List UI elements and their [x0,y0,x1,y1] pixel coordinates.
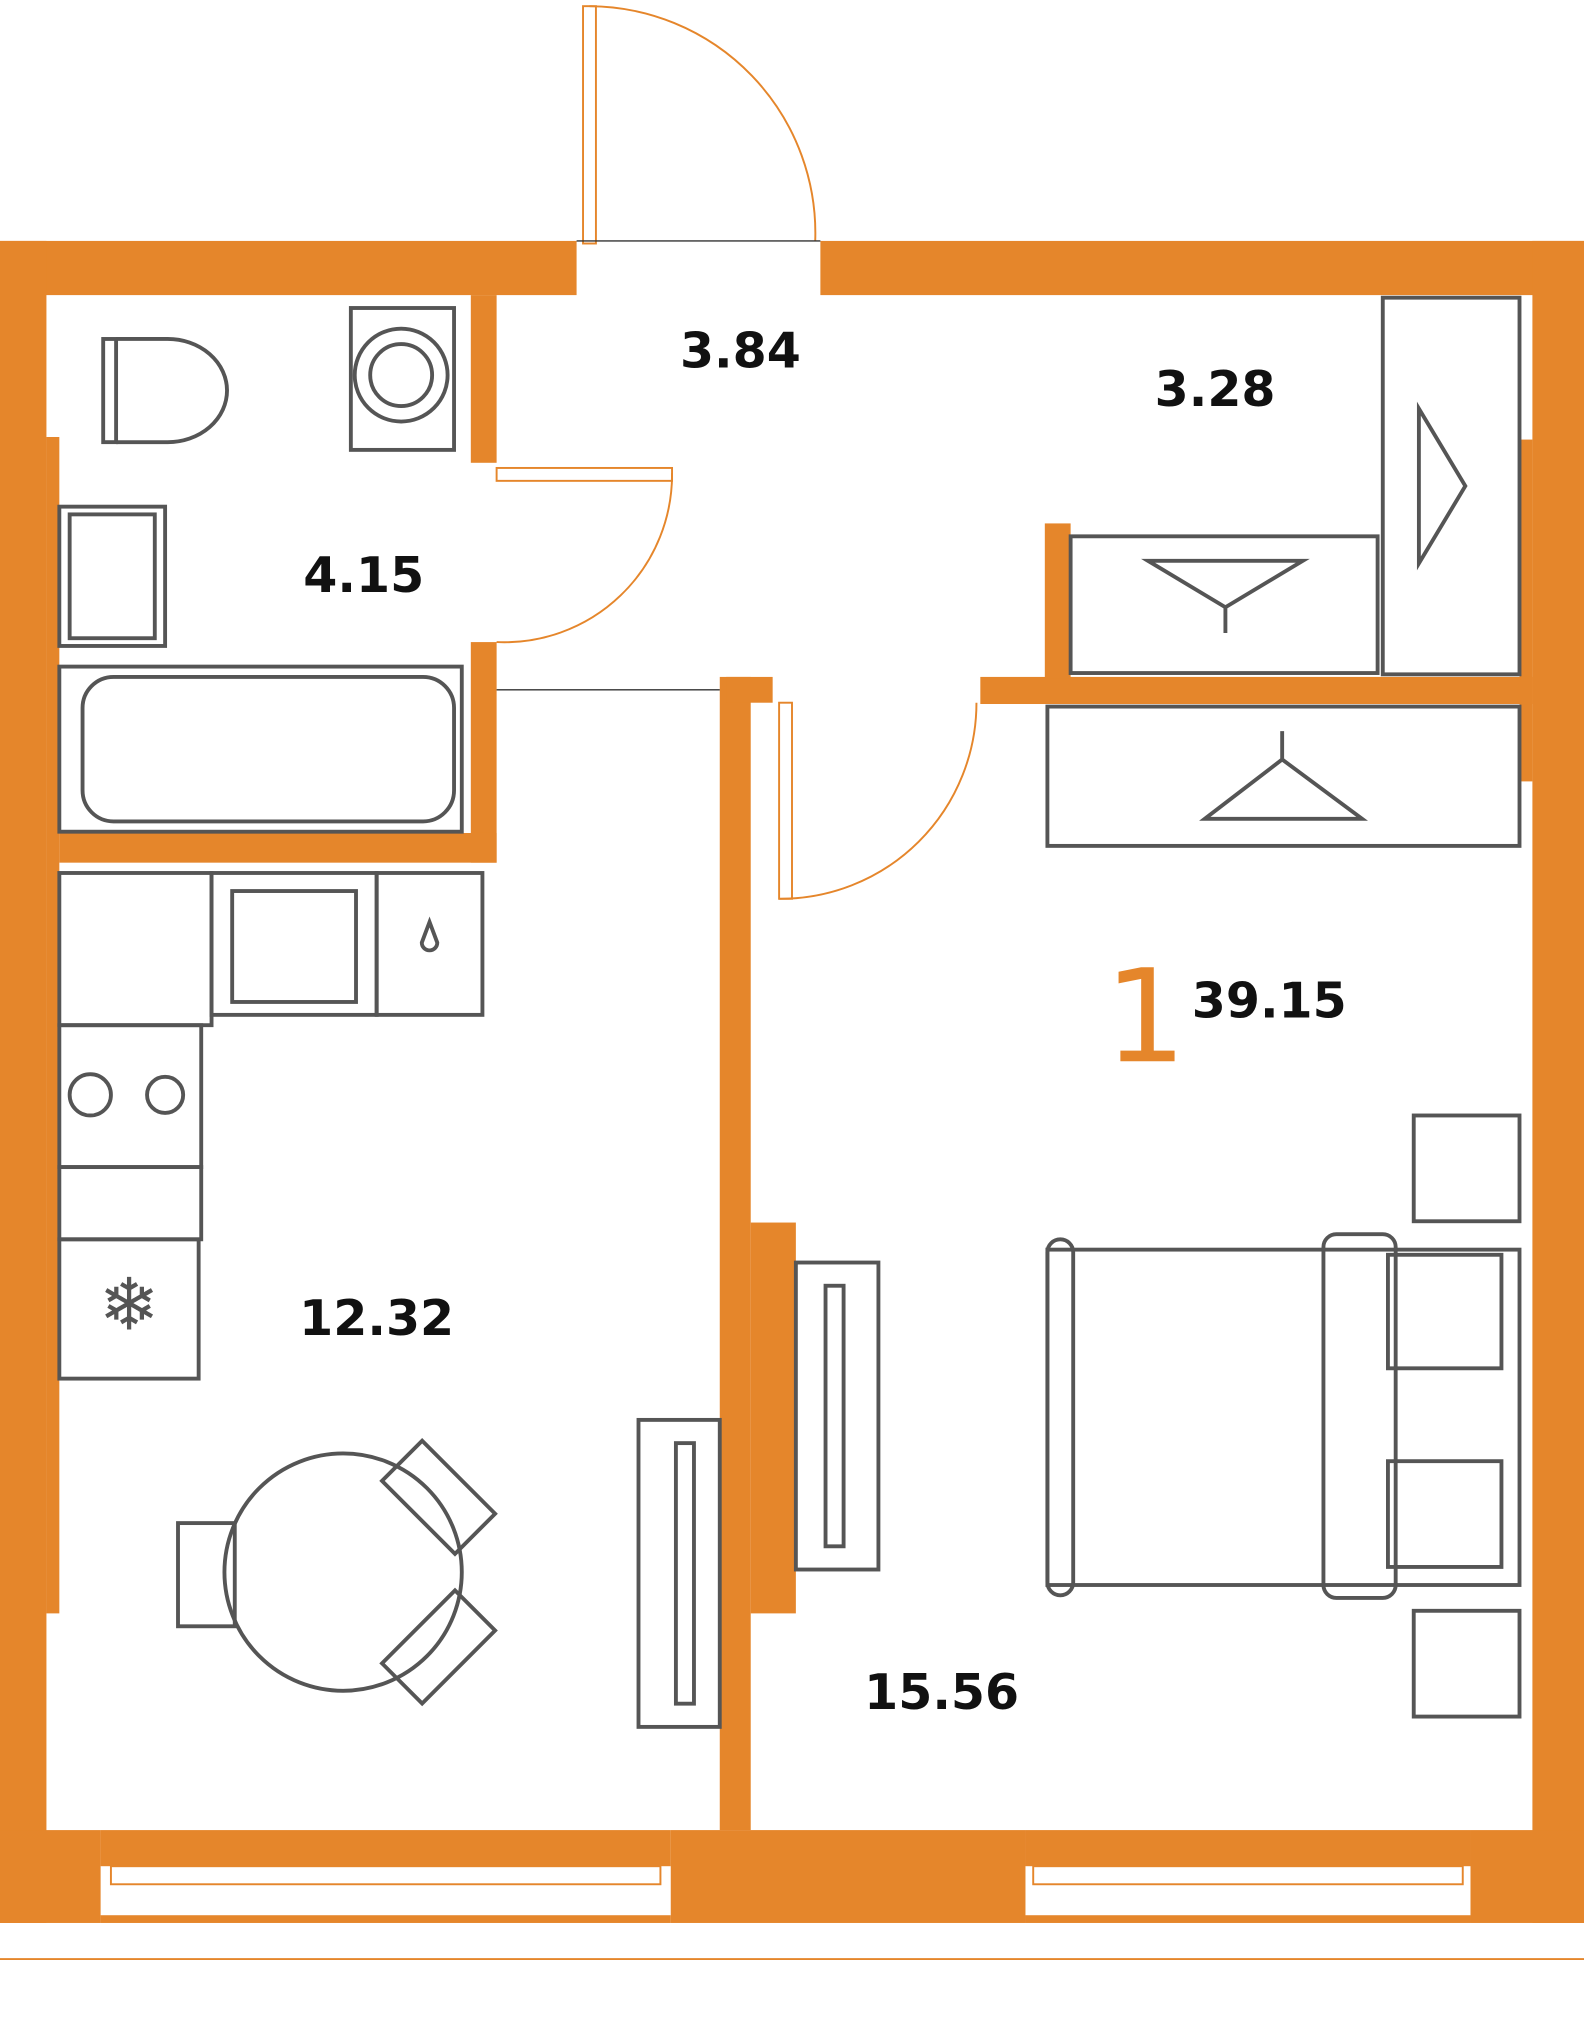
chair-icon [379,1438,498,1557]
nightstand-icon [1411,1608,1522,1719]
toilet-icon [116,337,229,445]
chair-icon [379,1587,498,1707]
pillow-icon [1385,1252,1504,1371]
sink-icon [57,504,168,648]
furniture: ❄ [57,295,1522,1729]
wardrobe-icon [1068,534,1380,675]
wardrobe-icon [1045,704,1522,848]
chair-icon [176,1521,237,1629]
hanger-icon [1141,558,1310,634]
area-bathroom: 4.15 [303,547,424,604]
toilet-tank-icon [101,337,119,445]
dining-table-icon [222,1451,464,1693]
rooms-count: 1 [1104,942,1186,1092]
nightstand-icon [1411,1113,1522,1224]
hanger-icon [1199,731,1368,821]
area-hall: 3.84 [680,322,801,379]
area-labels: 3.84 3.28 4.15 12.32 15.56 1 39.15 [299,322,1347,1720]
windows [109,1865,1464,1886]
hanger-icon [1416,401,1468,571]
stove-icon [57,1023,204,1170]
fridge-icon [57,1237,201,1381]
area-kitchen: 12.32 [299,1290,454,1347]
walls [0,240,1584,1961]
washing-machine-icon [348,306,456,452]
water-drop-icon [419,916,440,953]
total-area: 39.15 [1192,972,1347,1029]
tv-stand-icon [793,1260,881,1572]
wardrobe-icon [1380,295,1522,677]
bathtub-icon [57,664,464,834]
snowflake-icon: ❄ [99,1264,160,1348]
kitchen-sink-icon [209,871,379,1017]
area-bedroom: 15.56 [864,1664,1019,1721]
bed-icon [1045,1247,1522,1587]
tv-stand-icon [636,1417,722,1729]
area-wardrobe-corridor: 3.28 [1155,361,1276,418]
doors [495,5,978,900]
pillow-icon [1385,1459,1504,1569]
